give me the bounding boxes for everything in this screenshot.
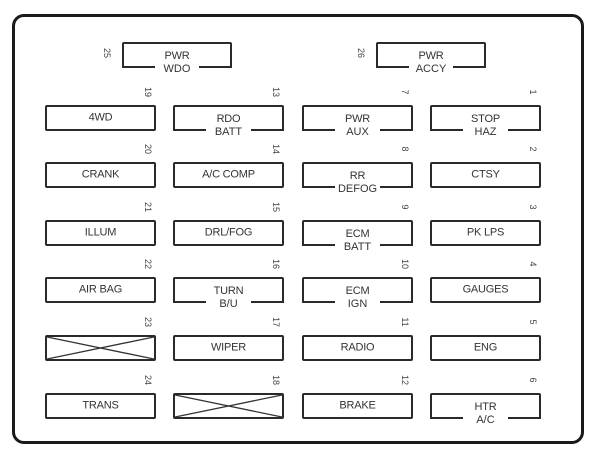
fuse-number: 21 <box>143 201 153 212</box>
fuse-slot: DRL/FOG <box>173 220 284 246</box>
fuse-label: CRANK <box>81 168 120 181</box>
fuse-number: 7 <box>400 89 410 95</box>
fuse-label-line2: BATT <box>343 241 372 253</box>
fuse-number: 10 <box>400 258 410 269</box>
fuse-slot: RADIO <box>302 335 413 361</box>
fuse-label: RDO <box>216 113 241 125</box>
fuse-label-line2: HAZ <box>474 126 497 138</box>
fuse-number: 12 <box>400 374 410 385</box>
fuse-label: TRANS <box>82 399 119 412</box>
fuse-label: GAUGES <box>462 283 509 296</box>
fuse-slot: AIR BAG <box>45 277 156 303</box>
fuse-label: BRAKE <box>339 399 376 412</box>
fuse-number: 23 <box>143 316 153 327</box>
fuse-label: TURN <box>213 285 244 297</box>
fuse-number: 1 <box>528 89 538 95</box>
fuse-label: ECM <box>345 285 370 297</box>
fuse-number: 13 <box>271 86 281 97</box>
fuse-label: PWR <box>418 50 444 62</box>
fuse-number: 11 <box>400 317 410 327</box>
fuse-number: 19 <box>143 86 153 97</box>
fuse-label-line2: A/C <box>476 414 495 426</box>
fuse-label-line2: WDO <box>163 63 191 75</box>
fuse-label: ENG <box>473 341 498 354</box>
fuse-slot: PK LPS <box>430 220 541 246</box>
fuse-label-line2: BATT <box>214 126 243 138</box>
fuse-label: DRL/FOG <box>204 226 253 239</box>
fuse-number: 9 <box>400 204 410 210</box>
fuse-number: 26 <box>356 47 366 58</box>
fuse-number: 25 <box>102 47 112 58</box>
fuse-label: A/C COMP <box>202 168 255 181</box>
fuse-slot: BRAKE <box>302 393 413 419</box>
fuse-number: 8 <box>400 146 410 152</box>
fuse-slot: ENG <box>430 335 541 361</box>
fuse-number: 18 <box>271 374 281 385</box>
fuse-label: PWR <box>344 113 371 125</box>
fuse-slot-empty <box>45 335 156 361</box>
fuse-label-line2: AUX <box>346 126 369 138</box>
fuse-label: STOP <box>471 113 500 125</box>
fuse-label-line2: ACCY <box>415 63 447 75</box>
fuse-label: RR <box>349 170 366 182</box>
fuse-label: ILLUM <box>84 226 117 239</box>
fuse-label: CTSY <box>471 168 500 181</box>
fuse-label: HTR <box>474 401 497 413</box>
fuse-number: 17 <box>271 316 281 327</box>
fuse-label-line2: IGN <box>347 298 368 310</box>
fuse-number: 20 <box>143 143 153 154</box>
empty-slot-x-icon <box>175 395 282 417</box>
fuse-label: AIR BAG <box>78 283 123 296</box>
fuse-label-line2: B/U <box>219 298 238 310</box>
fuse-label: 4WD <box>88 111 113 124</box>
fuse-number: 5 <box>528 319 538 325</box>
fuse-number: 3 <box>528 204 538 210</box>
fuse-slot: ILLUM <box>45 220 156 246</box>
fuse-number: 16 <box>271 258 281 269</box>
fuse-slot: 4WD <box>45 105 156 131</box>
fuse-number: 24 <box>143 374 153 385</box>
fuse-number: 15 <box>271 201 281 212</box>
fuse-slot: TRANS <box>45 393 156 419</box>
fuse-label: PK LPS <box>466 226 505 239</box>
fuse-number: 4 <box>528 261 538 267</box>
fuse-label: PWR <box>164 50 190 62</box>
fuse-slot: WIPER <box>173 335 284 361</box>
fuse-label: RADIO <box>340 341 375 354</box>
fuse-slot: GAUGES <box>430 277 541 303</box>
fuse-number: 22 <box>143 258 153 269</box>
fuse-label: ECM <box>345 228 370 240</box>
fuse-number: 2 <box>528 146 538 152</box>
fuse-slot: A/C COMP <box>173 162 284 188</box>
fuse-label: WIPER <box>210 341 247 354</box>
fuse-slot: CTSY <box>430 162 541 188</box>
empty-slot-x-icon <box>47 337 154 359</box>
fuse-number: 6 <box>528 377 538 383</box>
fuse-label-line2: DEFOG <box>337 183 378 195</box>
fuse-slot-empty <box>173 393 284 419</box>
fuse-slot: CRANK <box>45 162 156 188</box>
fuse-number: 14 <box>271 143 281 154</box>
